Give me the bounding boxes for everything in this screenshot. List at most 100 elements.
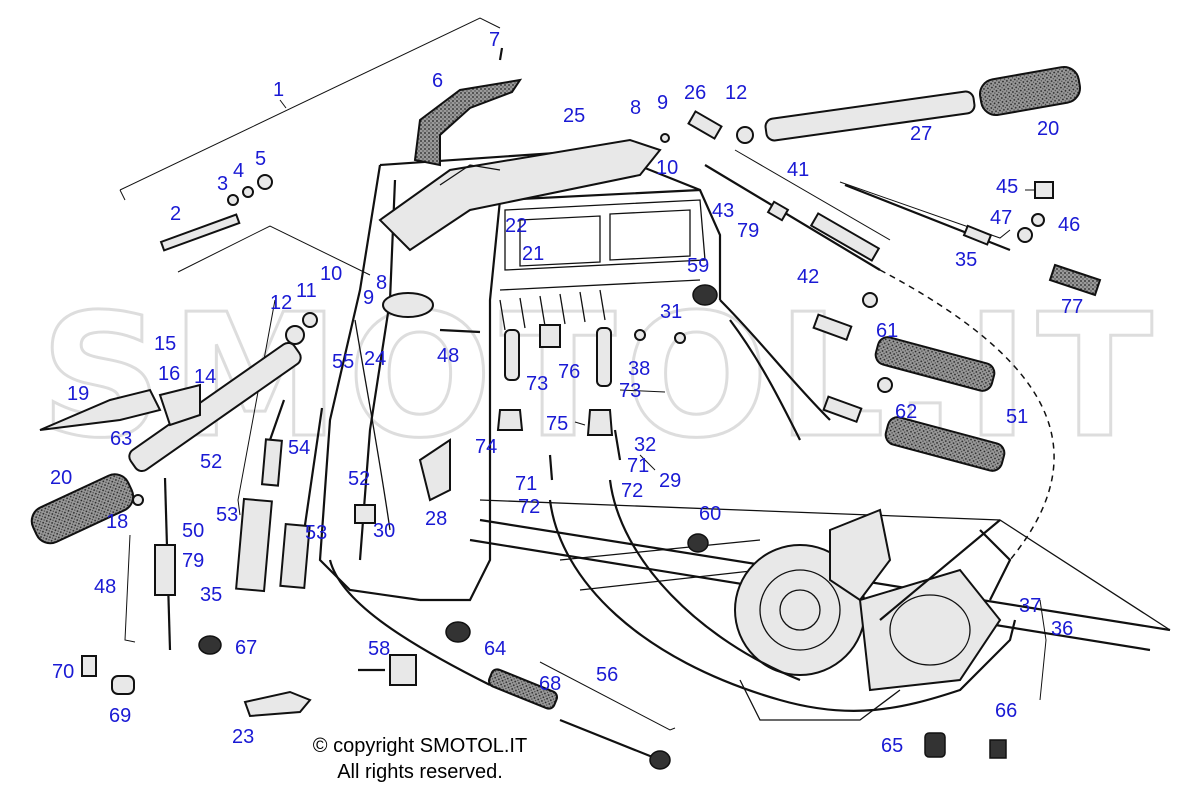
label-43: 43 [712,200,734,222]
label-38: 38 [628,358,650,380]
label-22: 22 [505,215,527,237]
label-36: 36 [1051,618,1073,640]
clamp-part [243,690,312,718]
label-37: 37 [1019,595,1041,617]
label-52: 52 [200,451,222,473]
label-53: 53 [216,504,238,526]
copyright-notice: © copyright SMOTOL.IT All rights reserve… [270,733,570,785]
label-9: 9 [657,92,668,114]
label-79-left: 79 [182,550,204,572]
label-25: 25 [563,105,585,127]
label-18: 18 [106,511,128,533]
label-35-left: 35 [200,584,222,606]
label-79: 79 [737,220,759,242]
label-72-left: 72 [518,496,540,518]
label-58: 58 [368,638,390,660]
label-45: 45 [996,176,1018,198]
brake-lever [39,388,162,431]
top-cover-part [413,78,523,167]
label-14: 14 [194,366,216,388]
spring-part [1048,263,1102,297]
label-47: 47 [990,207,1012,229]
label-2: 2 [170,203,181,225]
label-53-center: 53 [305,522,327,544]
label-73: 73 [526,373,548,395]
label-71: 71 [627,455,649,477]
label-75: 75 [546,413,568,435]
handlebar-crossbar [378,138,662,252]
label-60: 60 [699,503,721,525]
part-number-labels: 1 2 3 4 5 6 7 8 9 26 12 25 10 27 20 41 4… [50,29,1083,757]
label-20-left: 20 [50,467,72,489]
label-59: 59 [687,255,709,277]
label-12-left: 12 [270,292,292,314]
label-23: 23 [232,726,254,748]
leader-lines [574,189,1035,471]
label-10-left: 10 [320,263,342,285]
label-21: 21 [522,243,544,265]
right-handlebar-tube [764,90,976,142]
label-3: 3 [217,173,228,195]
label-28: 28 [425,508,447,530]
label-70: 70 [52,661,74,683]
label-62: 62 [895,401,917,423]
right-grip [979,65,1081,117]
label-8-left: 8 [376,272,387,294]
label-46: 46 [1058,214,1080,236]
label-35: 35 [955,249,977,271]
label-42: 42 [797,266,819,288]
label-19: 19 [67,383,89,405]
bracket-part [389,654,417,686]
label-61: 61 [876,320,898,342]
gear-cable-sleeve-upper [874,336,996,392]
label-55: 55 [332,351,354,373]
label-71-left: 71 [515,473,537,495]
label-63: 63 [110,428,132,450]
label-27: 27 [910,123,932,145]
label-11: 11 [296,280,317,302]
label-68: 68 [539,673,561,695]
label-12: 12 [725,82,747,104]
label-31: 31 [660,301,682,323]
label-26: 26 [684,82,706,104]
label-69: 69 [109,705,131,727]
label-7: 7 [489,29,500,51]
left-bolt-assembly [159,174,273,252]
label-32: 32 [634,434,656,456]
label-29: 29 [659,470,681,492]
label-48-left: 48 [94,576,116,598]
label-6: 6 [432,70,443,92]
left-grip [30,473,135,545]
left-handlebar-tube [128,341,302,473]
label-72: 72 [621,480,643,502]
label-50: 50 [182,520,204,542]
label-4: 4 [233,160,244,182]
label-77: 77 [1061,296,1083,318]
label-9-left: 9 [363,287,374,309]
label-73-right: 73 [619,380,641,402]
label-24: 24 [364,348,386,370]
label-41: 41 [787,159,809,181]
label-64: 64 [484,638,506,660]
label-67: 67 [235,637,257,659]
group-brackets [119,17,1047,731]
label-76: 76 [558,361,580,383]
label-8: 8 [630,97,641,119]
label-74: 74 [475,436,497,458]
engine-assembly [734,508,1002,721]
label-56: 56 [596,664,618,686]
label-10: 10 [656,157,678,179]
label-1: 1 [273,79,284,101]
gear-cable-sleeve-lower [884,416,1006,472]
label-16: 16 [158,363,180,385]
label-66: 66 [995,700,1017,722]
copyright-line-2: All rights reserved. [337,761,503,783]
label-65: 65 [881,735,903,757]
label-52-center: 52 [348,468,370,490]
label-20: 20 [1037,118,1059,140]
label-48: 48 [437,345,459,367]
label-51: 51 [1006,406,1028,428]
label-30: 30 [373,520,395,542]
label-5: 5 [255,148,266,170]
